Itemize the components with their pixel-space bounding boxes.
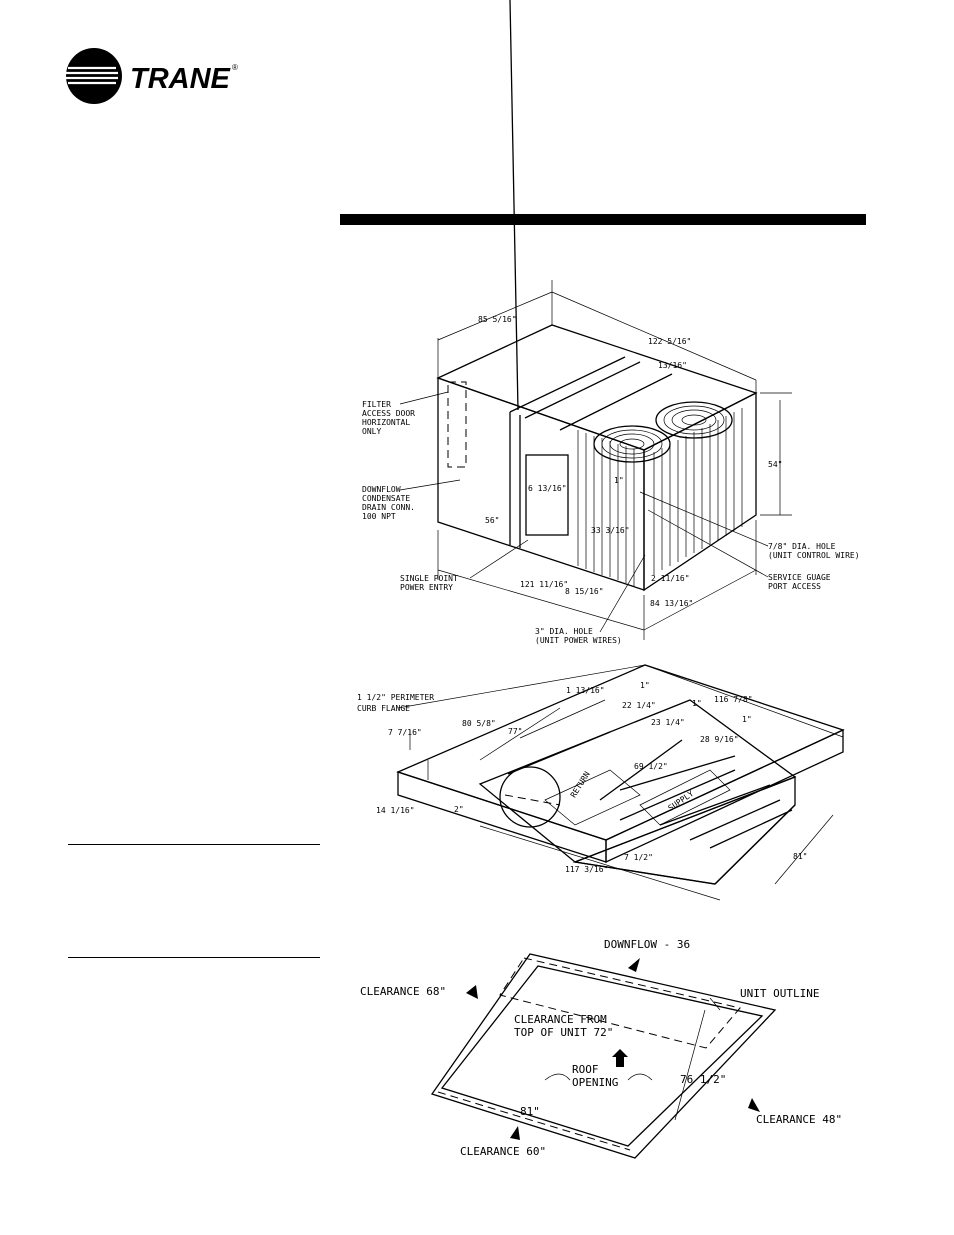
curb-dim-3: 116 7/8" bbox=[714, 695, 753, 704]
dim-filter-height: 56" bbox=[485, 516, 499, 525]
svg-text:DOWNFLOW: DOWNFLOW bbox=[362, 485, 401, 494]
dim-hole-offset: 2 11/16" bbox=[651, 574, 690, 583]
callout-leaders bbox=[399, 391, 769, 633]
curb-dim-17: 81" bbox=[793, 852, 807, 861]
unit-isometric bbox=[436, 0, 792, 640]
curb-isometric bbox=[396, 664, 845, 901]
return-label: RETURN bbox=[569, 770, 592, 799]
svg-text:OPENING: OPENING bbox=[572, 1076, 618, 1089]
callout-power-hole: 3" DIA. HOLE (UNIT POWER WIRES) bbox=[535, 627, 622, 645]
dim-76-half: 76 1/2" bbox=[680, 1073, 726, 1086]
callout-filter: FILTER ACCESS DOOR HORIZONTAL ONLY bbox=[362, 400, 415, 436]
svg-text:SINGLE POINT: SINGLE POINT bbox=[400, 574, 458, 583]
header-rule bbox=[340, 214, 866, 225]
unit-outline-label: UNIT OUTLINE bbox=[740, 987, 819, 1000]
clearance-bottom: CLEARANCE 60" bbox=[460, 1145, 546, 1158]
curb-dim-11: 28 9/16" bbox=[700, 735, 739, 744]
dim-depth-top: 85 5/16" bbox=[478, 315, 517, 324]
svg-text:POWER ENTRY: POWER ENTRY bbox=[400, 583, 453, 592]
curb-dim-14: 2" bbox=[454, 805, 464, 814]
svg-text:ONLY: ONLY bbox=[362, 427, 381, 436]
dim-power-offset: 33 3/16" bbox=[591, 526, 630, 535]
curb-dim-9: 7 7/16" bbox=[388, 728, 422, 737]
svg-text:SERVICE GUAGE: SERVICE GUAGE bbox=[768, 573, 831, 582]
dim-base-width: 84 13/16" bbox=[650, 599, 693, 608]
registered-mark: ® bbox=[232, 63, 238, 72]
curb-dim-2: 1" bbox=[640, 681, 650, 690]
curb-dim-13: 14 1/16" bbox=[376, 806, 415, 815]
svg-text:3" DIA. HOLE: 3" DIA. HOLE bbox=[535, 627, 593, 636]
svg-text:HORIZONTAL: HORIZONTAL bbox=[362, 418, 410, 427]
svg-text:(UNIT CONTROL WIRE): (UNIT CONTROL WIRE) bbox=[768, 551, 860, 560]
dim-drain-offset: 6 13/16" bbox=[528, 484, 567, 493]
curb-dim-16: 117 3/16" bbox=[565, 865, 608, 874]
svg-text:100 NPT: 100 NPT bbox=[362, 512, 396, 521]
curb-dim-7: 23 1/4" bbox=[651, 718, 685, 727]
svg-text:7/8" DIA. HOLE: 7/8" DIA. HOLE bbox=[768, 542, 836, 551]
curb-dim-10: 77" bbox=[508, 727, 522, 736]
dim-offset-top: 13/16" bbox=[658, 361, 687, 370]
svg-text:CONDENSATE: CONDENSATE bbox=[362, 494, 410, 503]
curb-dim-5: 1" bbox=[692, 699, 702, 708]
sidebar-rule-top bbox=[68, 844, 320, 845]
clearance-left: CLEARANCE 68" bbox=[360, 985, 446, 998]
sidebar-rule-bottom bbox=[68, 957, 320, 958]
svg-text:CURB FLANGE: CURB FLANGE bbox=[357, 704, 410, 713]
dim-81: 81" bbox=[520, 1105, 540, 1118]
dim-hole-height: 8 15/16" bbox=[565, 587, 604, 596]
clearance-right: CLEARANCE 48" bbox=[756, 1113, 842, 1126]
curb-dim-15: 7 1/2" bbox=[624, 853, 653, 862]
trane-logo-mark: TRANE ® bbox=[66, 48, 238, 104]
dim-height: 54" bbox=[768, 460, 782, 469]
svg-text:CLEARANCE FROM: CLEARANCE FROM bbox=[514, 1013, 607, 1026]
brand-name: TRANE bbox=[130, 63, 232, 95]
svg-text:DRAIN CONN.: DRAIN CONN. bbox=[362, 503, 415, 512]
curb-dim-8: 1" bbox=[742, 715, 752, 724]
callout-single-point-power: SINGLE POINT POWER ENTRY bbox=[400, 574, 458, 592]
callout-downflow-drain: DOWNFLOW CONDENSATE DRAIN CONN. 100 NPT bbox=[362, 485, 415, 521]
dim-base-length: 121 11/16" bbox=[520, 580, 568, 589]
curb-dim-12: 69 1/2" bbox=[634, 762, 668, 771]
clearance-plan bbox=[430, 953, 777, 1159]
callout-control-hole: 7/8" DIA. HOLE (UNIT CONTROL WIRE) bbox=[768, 542, 860, 560]
roof-opening-label: ROOF OPENING bbox=[572, 1063, 618, 1089]
clearance-downflow: DOWNFLOW - 36 bbox=[604, 938, 690, 951]
svg-text:ACCESS DOOR: ACCESS DOOR bbox=[362, 409, 415, 418]
svg-text:ROOF: ROOF bbox=[572, 1063, 599, 1076]
callout-service-port: SERVICE GUAGE PORT ACCESS bbox=[768, 573, 831, 591]
clearance-top-label: CLEARANCE FROM TOP OF UNIT 72" bbox=[514, 1013, 613, 1039]
svg-text:PORT ACCESS: PORT ACCESS bbox=[768, 582, 821, 591]
svg-text:(UNIT POWER WIRES): (UNIT POWER WIRES) bbox=[535, 636, 622, 645]
dim-length-top: 122 5/16" bbox=[648, 337, 691, 346]
curb-dim-1: 1 13/16" bbox=[566, 686, 605, 695]
dim-one-inch: 1" bbox=[614, 476, 624, 485]
curb-dim-4: 22 1/4" bbox=[622, 701, 656, 710]
curb-dim-6: 80 5/8" bbox=[462, 719, 496, 728]
svg-text:FILTER: FILTER bbox=[362, 400, 391, 409]
svg-text:TOP OF UNIT 72": TOP OF UNIT 72" bbox=[514, 1026, 613, 1039]
svg-text:1 1/2" PERIMETER: 1 1/2" PERIMETER bbox=[357, 693, 434, 702]
curb-flange-callout: 1 1/2" PERIMETER CURB FLANGE bbox=[357, 693, 434, 713]
trane-logo: TRANE ® bbox=[64, 48, 244, 108]
